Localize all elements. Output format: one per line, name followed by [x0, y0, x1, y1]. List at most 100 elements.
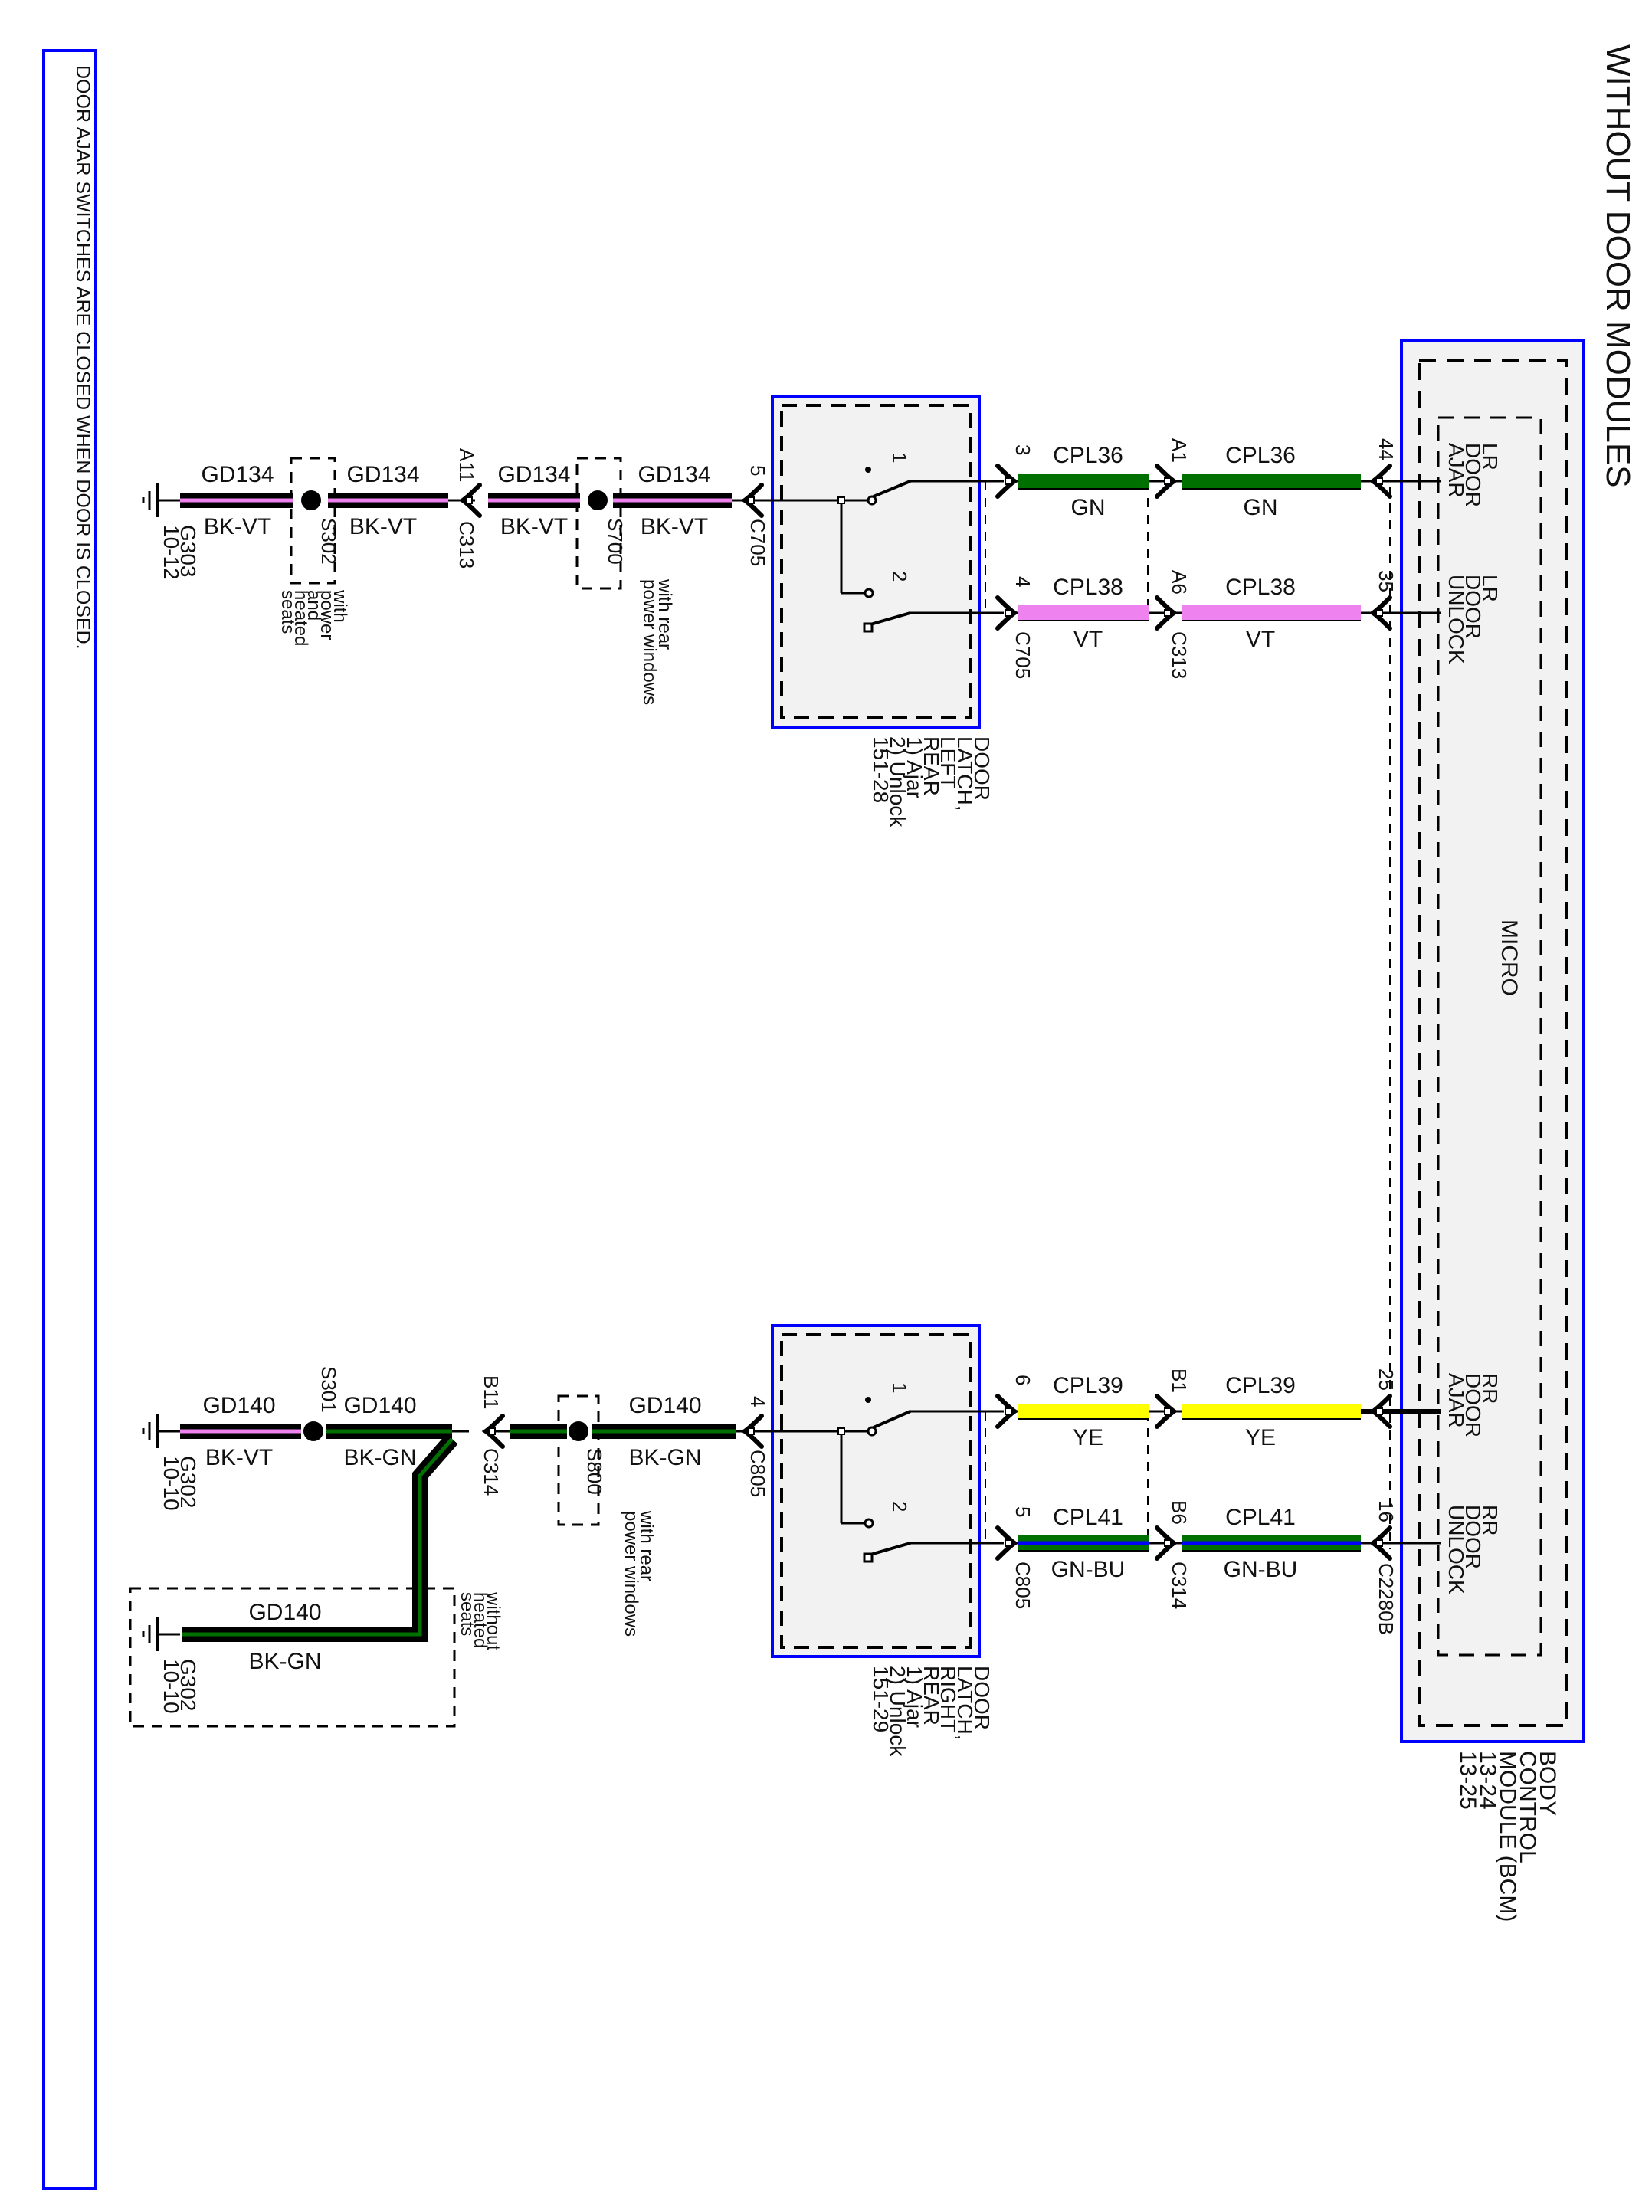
bcm-outer-dashed [1418, 359, 1568, 1727]
connector-icon [995, 1394, 1019, 1429]
connector-icon [740, 1414, 764, 1449]
color-label: YE [1073, 1425, 1103, 1450]
option-note-line: power windows [621, 1511, 641, 1637]
bcm-pin-label-line: UNLOCK [1444, 1505, 1468, 1594]
option-note-line: heated [470, 1592, 490, 1648]
switch-blade-icon [873, 480, 911, 498]
pin-terminal-icon [1164, 609, 1172, 617]
circuit-label: GD140 [202, 1393, 275, 1418]
bcm-module-box[interactable] [1400, 339, 1585, 1743]
latch-name-line: LATCH, [953, 736, 977, 811]
wire-cpl39-a[interactable] [1018, 1404, 1149, 1420]
pin-number: 5 [746, 465, 769, 476]
latch-name-line: 1) Ajar [903, 736, 926, 798]
connector-id: C313 [1168, 631, 1191, 679]
pin-number: A6 [1168, 570, 1191, 595]
color-label: BK-GN [343, 1445, 416, 1470]
wire-cpl38-a[interactable] [1018, 605, 1149, 621]
wire-stripe [180, 1429, 301, 1434]
option-note-line: with rear [654, 578, 675, 650]
splice-id: S301 [317, 1366, 340, 1413]
door-latch-lr-box[interactable] [771, 395, 981, 729]
pin-number: 16 [1375, 1500, 1398, 1522]
splice-id: S800 [583, 1448, 606, 1495]
pin-number: 44 [1375, 438, 1398, 460]
bcm-name-line: 13-24 [1475, 1751, 1500, 1810]
wire-gd140-3a[interactable] [510, 1424, 567, 1439]
wire-stripe [1182, 1541, 1361, 1545]
connector-icon [1155, 595, 1178, 631]
wire-stripe [592, 1429, 736, 1434]
ground-id: G302 [176, 1456, 200, 1509]
wire-cpl36-b[interactable] [1182, 474, 1361, 490]
micro-label: MICRO [1496, 919, 1522, 996]
wire-gd140-3[interactable] [592, 1424, 736, 1439]
wire-cpl39-b[interactable] [1182, 1404, 1361, 1420]
pin-terminal-icon [1164, 477, 1172, 485]
switch-contact-icon [863, 622, 874, 633]
bcm-name-line: 13-25 [1455, 1751, 1480, 1810]
wire-cpl36-a[interactable] [1018, 474, 1149, 490]
bcm-pin-label-line: LR [1478, 575, 1502, 602]
color-label: YE [1245, 1425, 1276, 1450]
circuit-label: CPL38 [1053, 575, 1123, 600]
bcm-pin-label-line: DOOR [1461, 1505, 1485, 1569]
wire-gd140-2[interactable] [326, 1424, 452, 1439]
connector-icon [1368, 595, 1392, 631]
connector-id: C314 [1168, 1562, 1191, 1609]
latch-name-line: RIGHT [936, 1666, 960, 1732]
pin-terminal-icon [1164, 1407, 1172, 1415]
bcm-name-line: BODY [1535, 1751, 1560, 1816]
latch-dashed-outline [780, 1333, 972, 1649]
switch-contact-icon [864, 1518, 874, 1529]
splice-dot-icon [569, 1421, 588, 1441]
option-note-line: with rear [636, 1510, 657, 1581]
wire-gd140-1[interactable] [180, 1424, 301, 1439]
pin-number: 35 [1375, 570, 1398, 592]
wire-cpl41-b[interactable] [1182, 1535, 1361, 1552]
wire-gd134-4[interactable] [613, 493, 732, 508]
connector-icon [481, 1414, 505, 1449]
wire-gd134-1[interactable] [180, 493, 293, 508]
pin-number: 4 [746, 1396, 769, 1407]
latch-name-line: 151-29 [869, 1666, 893, 1732]
bcm-pin-label-line: RR [1478, 1373, 1502, 1404]
latch-name-line: REAR [919, 1666, 943, 1725]
connector-icon [995, 464, 1019, 499]
wire-insulation [1182, 474, 1361, 489]
wire-gd134-3[interactable] [488, 493, 580, 508]
door-latch-rr-box[interactable] [771, 1324, 981, 1658]
pin-terminal-icon [1375, 609, 1383, 617]
connector-id: C805 [1011, 1562, 1034, 1609]
pin-number: 6 [1011, 1375, 1034, 1385]
pin-terminal-icon [747, 496, 755, 504]
switch-number: 2 [888, 1501, 911, 1512]
ground-ref: 10-12 [159, 525, 183, 580]
connector-id: C805 [746, 1450, 769, 1497]
splice-dot-icon [303, 1421, 323, 1441]
switch-number: 1 [888, 1382, 911, 1393]
wire-cpl38-b[interactable] [1182, 605, 1361, 621]
circuit-label: CPL36 [1053, 443, 1123, 468]
pin-number: A11 [455, 448, 478, 482]
color-label: BK-VT [205, 1445, 273, 1470]
circuit-label: GD134 [346, 462, 419, 487]
ground-ref: 10-10 [159, 1456, 183, 1511]
connector-icon [740, 483, 764, 518]
note-box [42, 49, 97, 2190]
color-label: BK-VT [204, 514, 271, 539]
pin-number: 5 [1011, 1506, 1034, 1517]
wire-gd134-2[interactable] [328, 493, 448, 508]
wire-cpl41-a[interactable] [1018, 1535, 1149, 1552]
latch-name-line: DOOR [970, 1666, 994, 1730]
bcm-pin-label-line: DOOR [1461, 575, 1485, 639]
page-title: WITHOUT DOOR MODULES [1599, 44, 1637, 488]
bcm-pin-label-line: DOOR [1461, 1373, 1485, 1437]
splice-id: S302 [317, 518, 340, 565]
wire-stripe [1018, 1541, 1149, 1545]
